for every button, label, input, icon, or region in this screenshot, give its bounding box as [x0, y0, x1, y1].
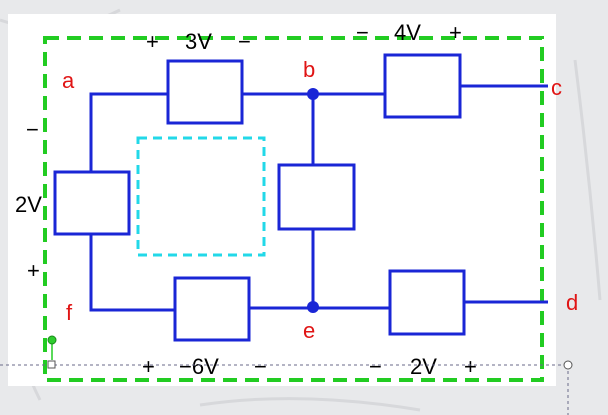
bottom-left-minus: − [254, 354, 267, 379]
top-left-voltage: 3V [185, 29, 212, 54]
node-label-e: e [303, 318, 315, 343]
node-label-f: f [66, 300, 73, 325]
left-plus: + [27, 258, 40, 283]
bottom-right-plus: + [464, 354, 477, 379]
left-voltage: 2V [15, 192, 42, 217]
bottom-right-voltage: 2V [410, 354, 437, 379]
wires [89, 84, 548, 312]
component-left [53, 170, 131, 236]
top-right-minus: − [356, 20, 369, 45]
node-label-c: c [551, 75, 562, 100]
node-labels: a b c d e f [62, 57, 578, 343]
component-bottom-right [388, 269, 466, 336]
component-bottom-left [173, 276, 251, 342]
top-left-minus: − [238, 29, 251, 54]
component-top-right [383, 53, 462, 119]
top-left-plus: + [146, 29, 159, 54]
node-label-a: a [62, 68, 75, 93]
components [53, 53, 466, 342]
node-label-d: d [566, 290, 578, 315]
bottom-left-voltage: −6V [179, 354, 219, 379]
inner-boundary [136, 136, 266, 257]
component-middle [277, 163, 356, 231]
resize-handle-left[interactable] [47, 360, 56, 369]
resize-handle-right[interactable] [563, 360, 573, 370]
top-right-voltage: 4V [394, 20, 421, 45]
node-label-b: b [303, 57, 315, 82]
bottom-left-plus: + [142, 354, 155, 379]
wire-f-segment [89, 234, 175, 312]
component-top-left [166, 59, 244, 125]
outer-boundary [43, 36, 544, 382]
left-minus: − [26, 117, 39, 142]
bottom-right-minus: − [369, 354, 382, 379]
voltage-labels: + 3V − − 4V + − 2V + + −6V − − 2V + [15, 20, 477, 379]
junction-e [307, 301, 319, 313]
rotation-handle[interactable] [47, 335, 57, 345]
top-right-plus: + [449, 20, 462, 45]
wire-a-segment [89, 92, 168, 172]
junction-b [307, 88, 319, 100]
